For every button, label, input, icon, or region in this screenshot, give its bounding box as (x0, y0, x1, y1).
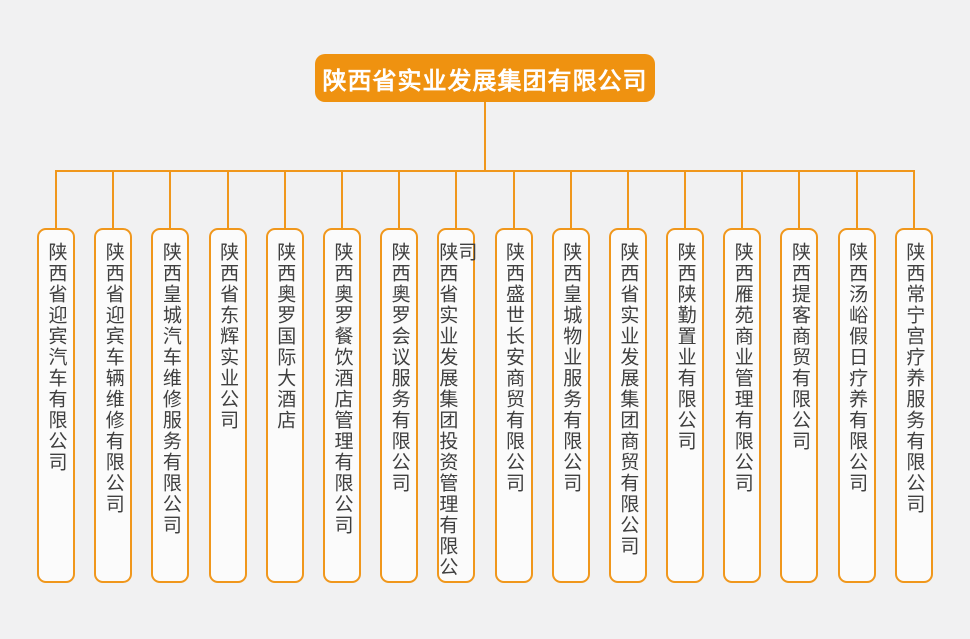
org-child: 陕西省迎宾汽车有限公司 (37, 172, 75, 583)
org-child-node[interactable]: 陕西陕勤置业有限公司 (666, 228, 705, 583)
org-child-node[interactable]: 陕西奥罗会议服务有限公司 (380, 228, 419, 583)
connector-stub (798, 172, 801, 228)
org-child-node[interactable]: 陕西提客商贸有限公司 (780, 228, 819, 583)
org-child-node[interactable]: 陕西省迎宾汽车有限公司 (37, 228, 75, 583)
org-child-label: 陕西提客商贸有限公司 (788, 242, 810, 452)
org-child-label: 陕西皇城物业服务有限公司 (560, 242, 582, 494)
org-child-node[interactable]: 陕西汤峪假日疗养有限公司 (837, 228, 876, 583)
org-child-label: 陕西盛世长安商贸有限公司 (503, 242, 524, 494)
org-child-label: 陕西常宁宫疗养服务有限公司 (903, 242, 925, 515)
org-child-label: 陕西皇城汽车维修服务有限公司 (159, 242, 181, 536)
connector-stub (569, 172, 572, 228)
org-child-label: 陕西雁苑商业管理有限公司 (731, 242, 753, 494)
connector-stub (226, 172, 229, 228)
org-child-node[interactable]: 陕西省迎宾车辆维修有限公司 (94, 228, 133, 583)
connector-stub (169, 172, 172, 228)
org-child: 陕西省东辉实业公司 (208, 172, 247, 583)
org-child-node[interactable]: 陕西奥罗国际大酒店 (265, 228, 304, 583)
org-child-label: 陕西奥罗餐饮酒店管理有限公司 (331, 242, 353, 536)
org-child-label: 陕西奥罗国际大酒店 (274, 242, 296, 431)
org-child-label: 陕西汤峪假日疗养有限公司 (846, 242, 868, 494)
connector-root-stem (484, 102, 486, 172)
connector-stub (112, 172, 115, 228)
org-child-node[interactable]: 陕西盛世长安商贸有限公司 (494, 228, 533, 583)
org-child-label: 陕西省东辉实业公司 (217, 242, 239, 431)
org-child: 陕西陕勤置业有限公司 (666, 172, 705, 583)
org-child-label: 陕西省迎宾车辆维修有限公司 (102, 242, 124, 515)
org-child: 陕西盛世长安商贸有限公司 (494, 172, 533, 583)
org-child: 陕西奥罗国际大酒店 (265, 172, 304, 583)
org-child-label: 陕西省实业发展集团商贸有限公司 (617, 242, 639, 557)
org-child: 陕西雁苑商业管理有限公司 (723, 172, 762, 583)
org-child: 陕西汤峪假日疗养有限公司 (837, 172, 876, 583)
connector-stub (340, 172, 343, 228)
org-child: 陕西提客商贸有限公司 (780, 172, 819, 583)
org-child-node[interactable]: 陕西常宁宫疗养服务有限公司 (894, 228, 933, 583)
connector-stub (684, 172, 687, 228)
org-child-label: 陕西省实业发展集团投资管理有限公司 (436, 242, 477, 578)
connector-stub (398, 172, 401, 228)
org-child: 陕西奥罗会议服务有限公司 (380, 172, 419, 583)
org-child: 陕西皇城物业服务有限公司 (551, 172, 590, 583)
org-child-node[interactable]: 陕西省东辉实业公司 (208, 228, 247, 583)
connector-stub (455, 172, 458, 228)
org-child-node[interactable]: 陕西皇城汽车维修服务有限公司 (151, 228, 190, 583)
org-root-node[interactable]: 陕西省实业发展集团有限公司 (315, 54, 655, 102)
connector-stub (512, 172, 515, 228)
connector-stub (55, 172, 57, 228)
org-child-node[interactable]: 陕西雁苑商业管理有限公司 (723, 228, 762, 583)
org-child: 陕西常宁宫疗养服务有限公司 (894, 172, 933, 583)
org-root-label: 陕西省实业发展集团有限公司 (322, 67, 648, 95)
connector-stub (912, 172, 915, 228)
org-child: 陕西省迎宾车辆维修有限公司 (94, 172, 133, 583)
connector-stub (626, 172, 629, 228)
connector-stub (283, 172, 286, 228)
connector-horizontal-line (55, 170, 915, 172)
org-children-row: 陕西省迎宾汽车有限公司 陕西省迎宾车辆维修有限公司 陕西皇城汽车维修服务有限公司 (37, 172, 933, 583)
connector-stub (855, 172, 858, 228)
connector-stub (741, 172, 744, 228)
org-child-label: 陕西陕勤置业有限公司 (674, 242, 696, 452)
org-child-node[interactable]: 陕西皇城物业服务有限公司 (551, 228, 590, 583)
org-child: 陕西省实业发展集团投资管理有限公司 (436, 172, 477, 583)
org-child-node[interactable]: 陕西省实业发展集团商贸有限公司 (608, 228, 647, 583)
org-child-label: 陕西奥罗会议服务有限公司 (388, 242, 410, 494)
org-child: 陕西省实业发展集团商贸有限公司 (608, 172, 647, 583)
org-child: 陕西奥罗餐饮酒店管理有限公司 (322, 172, 361, 583)
org-child-node[interactable]: 陕西省实业发展集团投资管理有限公司 (436, 228, 477, 583)
org-child: 陕西皇城汽车维修服务有限公司 (151, 172, 190, 583)
org-child-node[interactable]: 陕西奥罗餐饮酒店管理有限公司 (322, 228, 361, 583)
org-child-label: 陕西省迎宾汽车有限公司 (45, 242, 67, 473)
